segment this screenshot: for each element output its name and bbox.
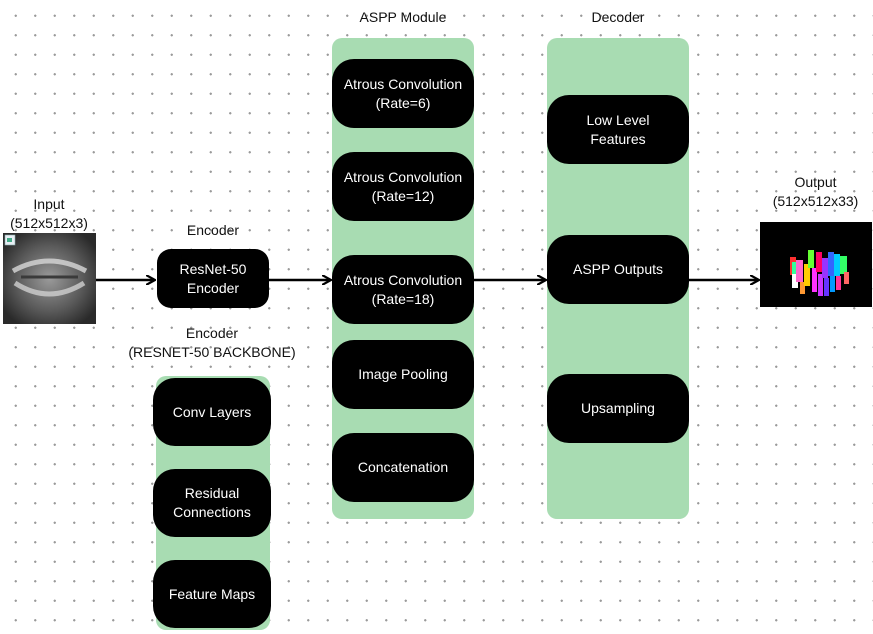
conv-layers-node: Conv Layers	[153, 378, 271, 446]
atrous-conv-rate6-node: Atrous Convolution (Rate=6)	[332, 59, 474, 128]
encoder-title: Encoder	[186, 222, 240, 238]
output-segmentation-image	[760, 222, 872, 307]
atrous-conv-rate12-node: Atrous Convolution (Rate=12)	[332, 152, 474, 221]
low-level-features-node: Low Level Features	[547, 95, 689, 164]
atrous-conv-rate18-node: Atrous Convolution (Rate=18)	[332, 255, 474, 324]
image-pooling-node: Image Pooling	[332, 340, 474, 409]
concatenation-node: Concatenation	[332, 433, 474, 502]
input-xray-image	[3, 233, 96, 324]
aspp-outputs-node: ASPP Outputs	[547, 235, 689, 304]
residual-connections-node: Residual Connections	[153, 469, 271, 537]
output-title: Output (512x512x33)	[772, 174, 859, 209]
aspp-title: ASPP Module	[359, 9, 447, 25]
feature-maps-node: Feature Maps	[153, 560, 271, 628]
input-title: Input (512x512x3)	[10, 196, 88, 231]
upsampling-node: Upsampling	[547, 374, 689, 443]
decoder-title: Decoder	[591, 9, 645, 25]
encoder-backbone-title: Encoder (RESNET-50 BACKBONE)	[128, 325, 296, 360]
resnet50-encoder-node: ResNet-50 Encoder	[157, 249, 269, 308]
